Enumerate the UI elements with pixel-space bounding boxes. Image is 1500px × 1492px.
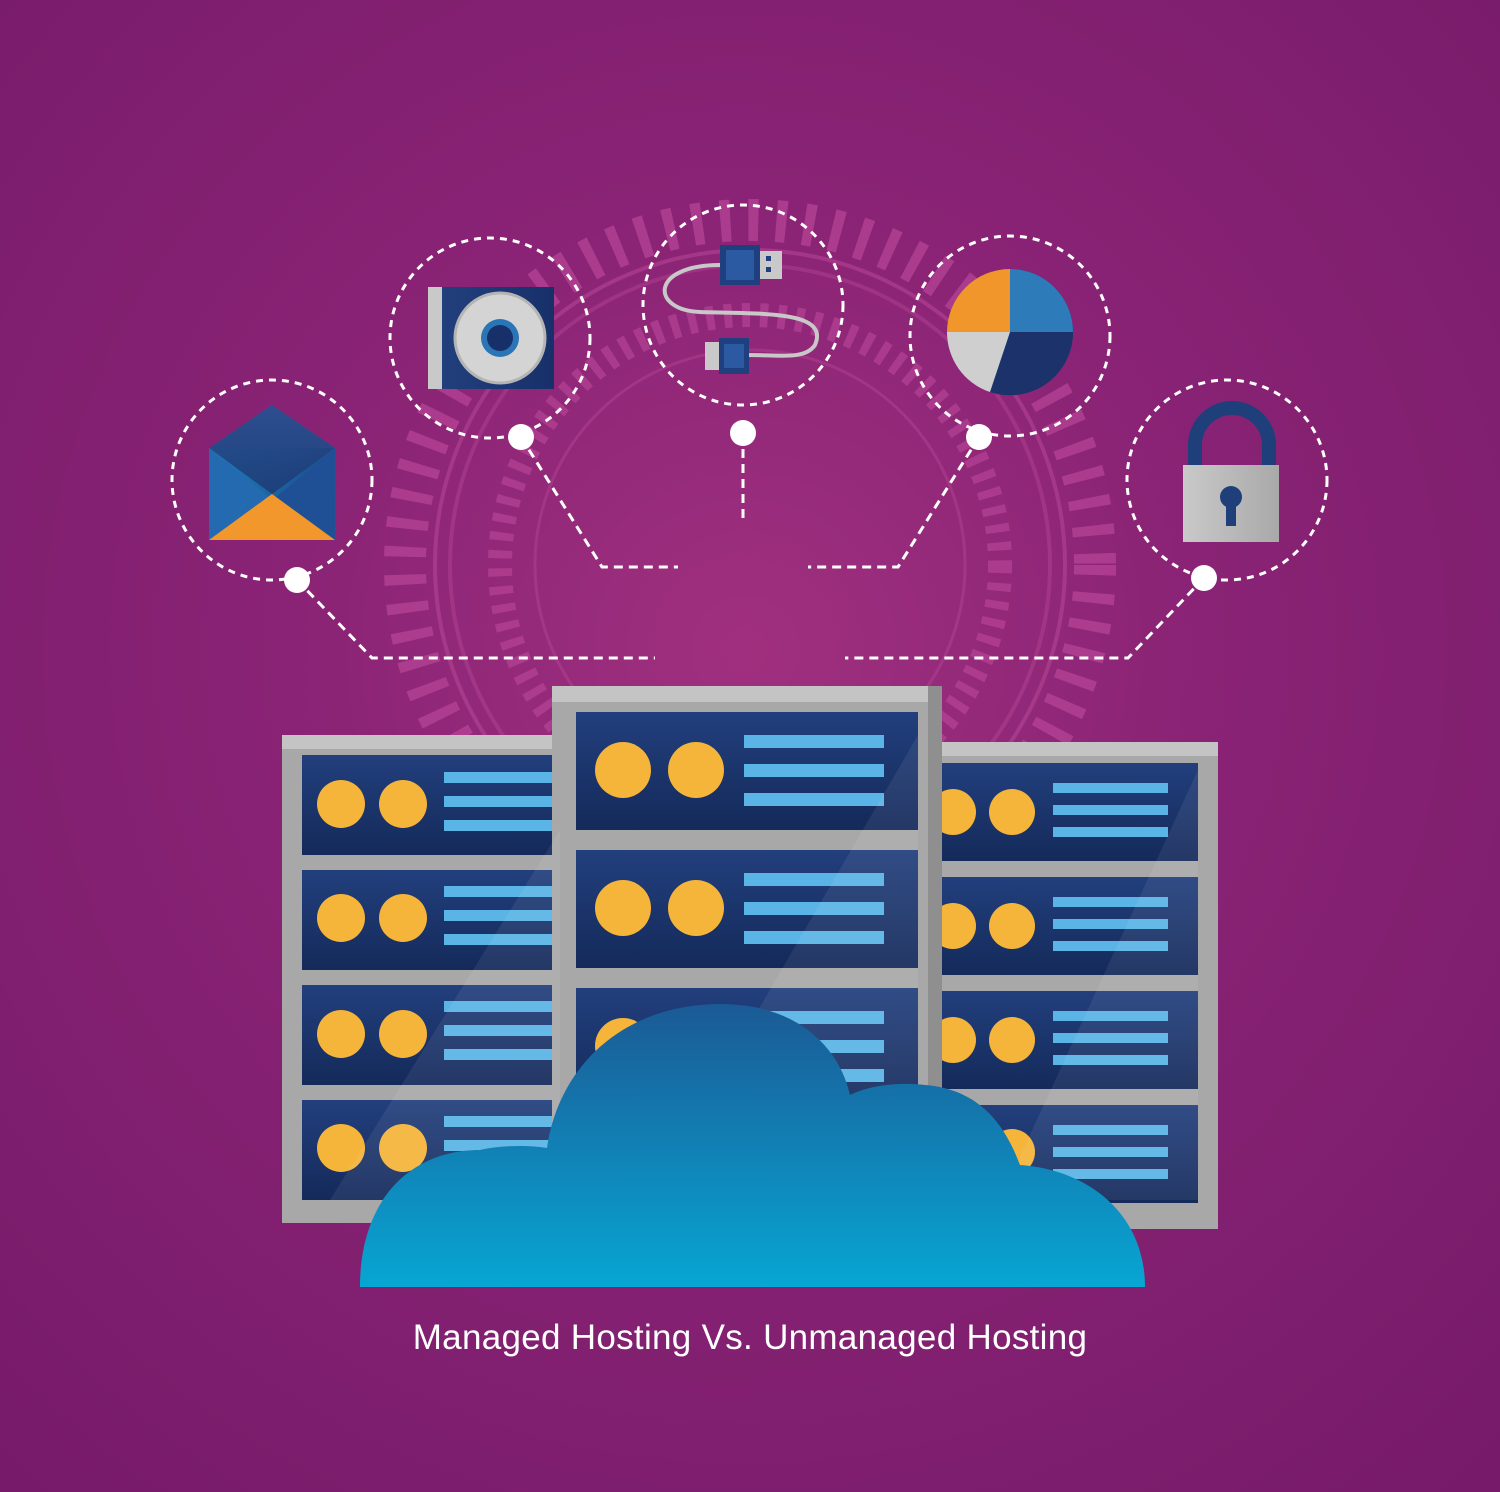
rack-unit bbox=[928, 877, 1198, 975]
disk-drive-icon bbox=[428, 287, 554, 389]
rack-unit bbox=[302, 870, 572, 970]
rack-unit bbox=[576, 712, 918, 830]
rack-unit bbox=[928, 991, 1198, 1089]
envelope-icon bbox=[209, 405, 335, 540]
rack-unit bbox=[928, 763, 1198, 861]
pie-chart-icon bbox=[946, 269, 1074, 396]
padlock-icon bbox=[1183, 401, 1279, 542]
icon-circles bbox=[170, 203, 1329, 582]
glass-reflection bbox=[1000, 770, 1198, 1200]
server-rack-left bbox=[282, 735, 572, 1223]
rack-unit bbox=[302, 985, 572, 1085]
rack-unit bbox=[576, 850, 918, 968]
connection-lines bbox=[295, 434, 1206, 660]
rack-unit bbox=[302, 755, 572, 855]
connector-dots bbox=[284, 420, 1217, 593]
usb-cable-icon bbox=[662, 245, 819, 374]
cloud-icon bbox=[360, 1004, 1145, 1287]
glass-reflection bbox=[330, 830, 560, 1200]
caption-text: Managed Hosting Vs. Unmanaged Hosting bbox=[412, 1318, 1088, 1357]
